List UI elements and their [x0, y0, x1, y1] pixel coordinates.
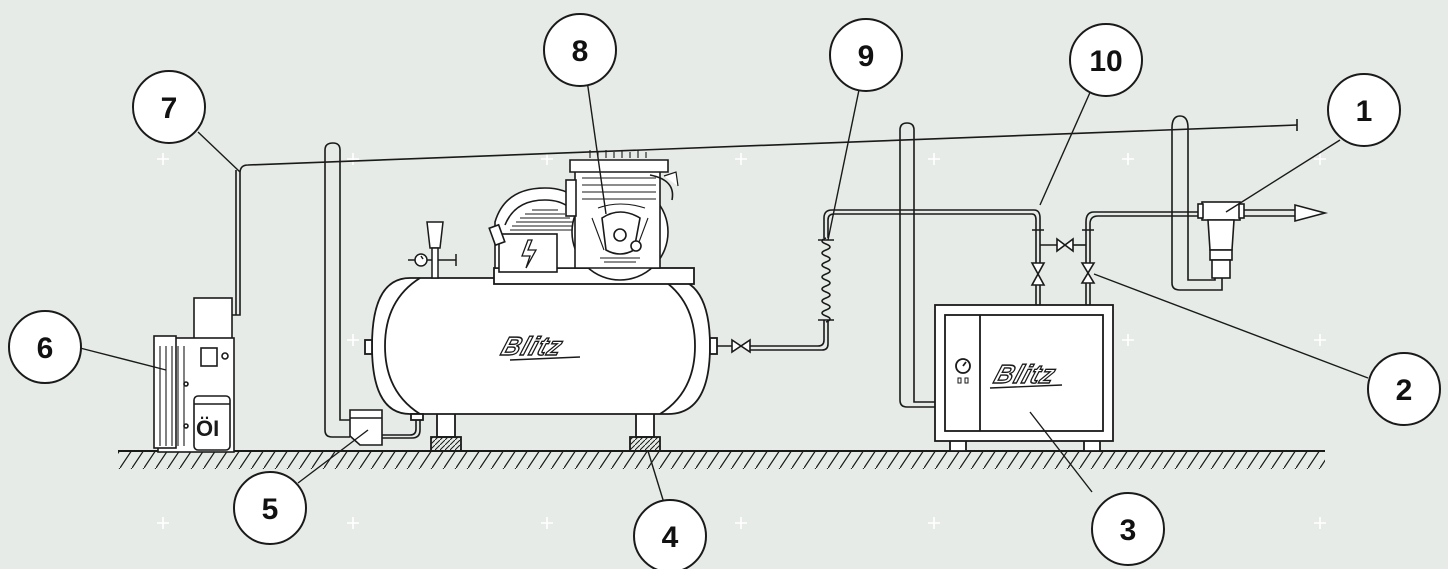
callout-5: 5 [233, 471, 307, 545]
callout-7-circle [132, 70, 206, 144]
dryer-brand-underline [989, 384, 1063, 389]
callout-8: 8 [543, 13, 617, 87]
oil-unit-label: ÖI [196, 416, 219, 441]
tank-brand-label: Blitz [498, 332, 567, 361]
callout-2: 2 [1367, 352, 1441, 426]
callout-2-circle [1367, 352, 1441, 426]
callout-4-label: 4 [662, 521, 679, 554]
callout-1-label: 1 [1356, 95, 1373, 128]
callout-10-label: 10 [1089, 45, 1122, 78]
oil-water-separator [153, 297, 235, 453]
callout-6-circle [8, 310, 82, 384]
callout-1-circle [1327, 73, 1401, 147]
tank-brand-underline [509, 356, 581, 361]
callout-3-circle [1091, 492, 1165, 566]
callout-10-circle [1069, 23, 1143, 97]
valves [731, 237, 1096, 354]
condensate-drain [349, 409, 383, 446]
line-filter [1197, 201, 1245, 279]
registration-marks [157, 153, 1326, 529]
callout-6-label: 6 [37, 332, 54, 365]
callout-1: 1 [1327, 73, 1401, 147]
floor [118, 450, 1325, 469]
callout-9: 9 [829, 18, 903, 92]
pressure-regulator [408, 221, 457, 279]
callout-5-label: 5 [262, 493, 279, 526]
callout-8-circle [543, 13, 617, 87]
refrigerated-dryer [934, 304, 1114, 452]
callout-9-circle [829, 18, 903, 92]
callout-2-label: 2 [1396, 374, 1413, 407]
compressor-pump [565, 150, 679, 281]
callout-3-label: 3 [1120, 514, 1137, 547]
callout-5-circle [233, 471, 307, 545]
piping [232, 115, 1329, 439]
callout-10: 10 [1069, 23, 1143, 97]
callout-3: 3 [1091, 492, 1165, 566]
callout-9-label: 9 [858, 40, 875, 73]
callout-4: 4 [633, 499, 707, 569]
callout-7: 7 [132, 70, 206, 144]
dryer-brand-label: Blitz [991, 360, 1060, 389]
cooling-coil [818, 237, 834, 323]
callout-8-label: 8 [572, 35, 589, 68]
callout-7-label: 7 [161, 92, 178, 125]
callout-4-circle [633, 499, 707, 569]
leader-lines [79, 65, 1369, 504]
callout-6: 6 [8, 310, 82, 384]
